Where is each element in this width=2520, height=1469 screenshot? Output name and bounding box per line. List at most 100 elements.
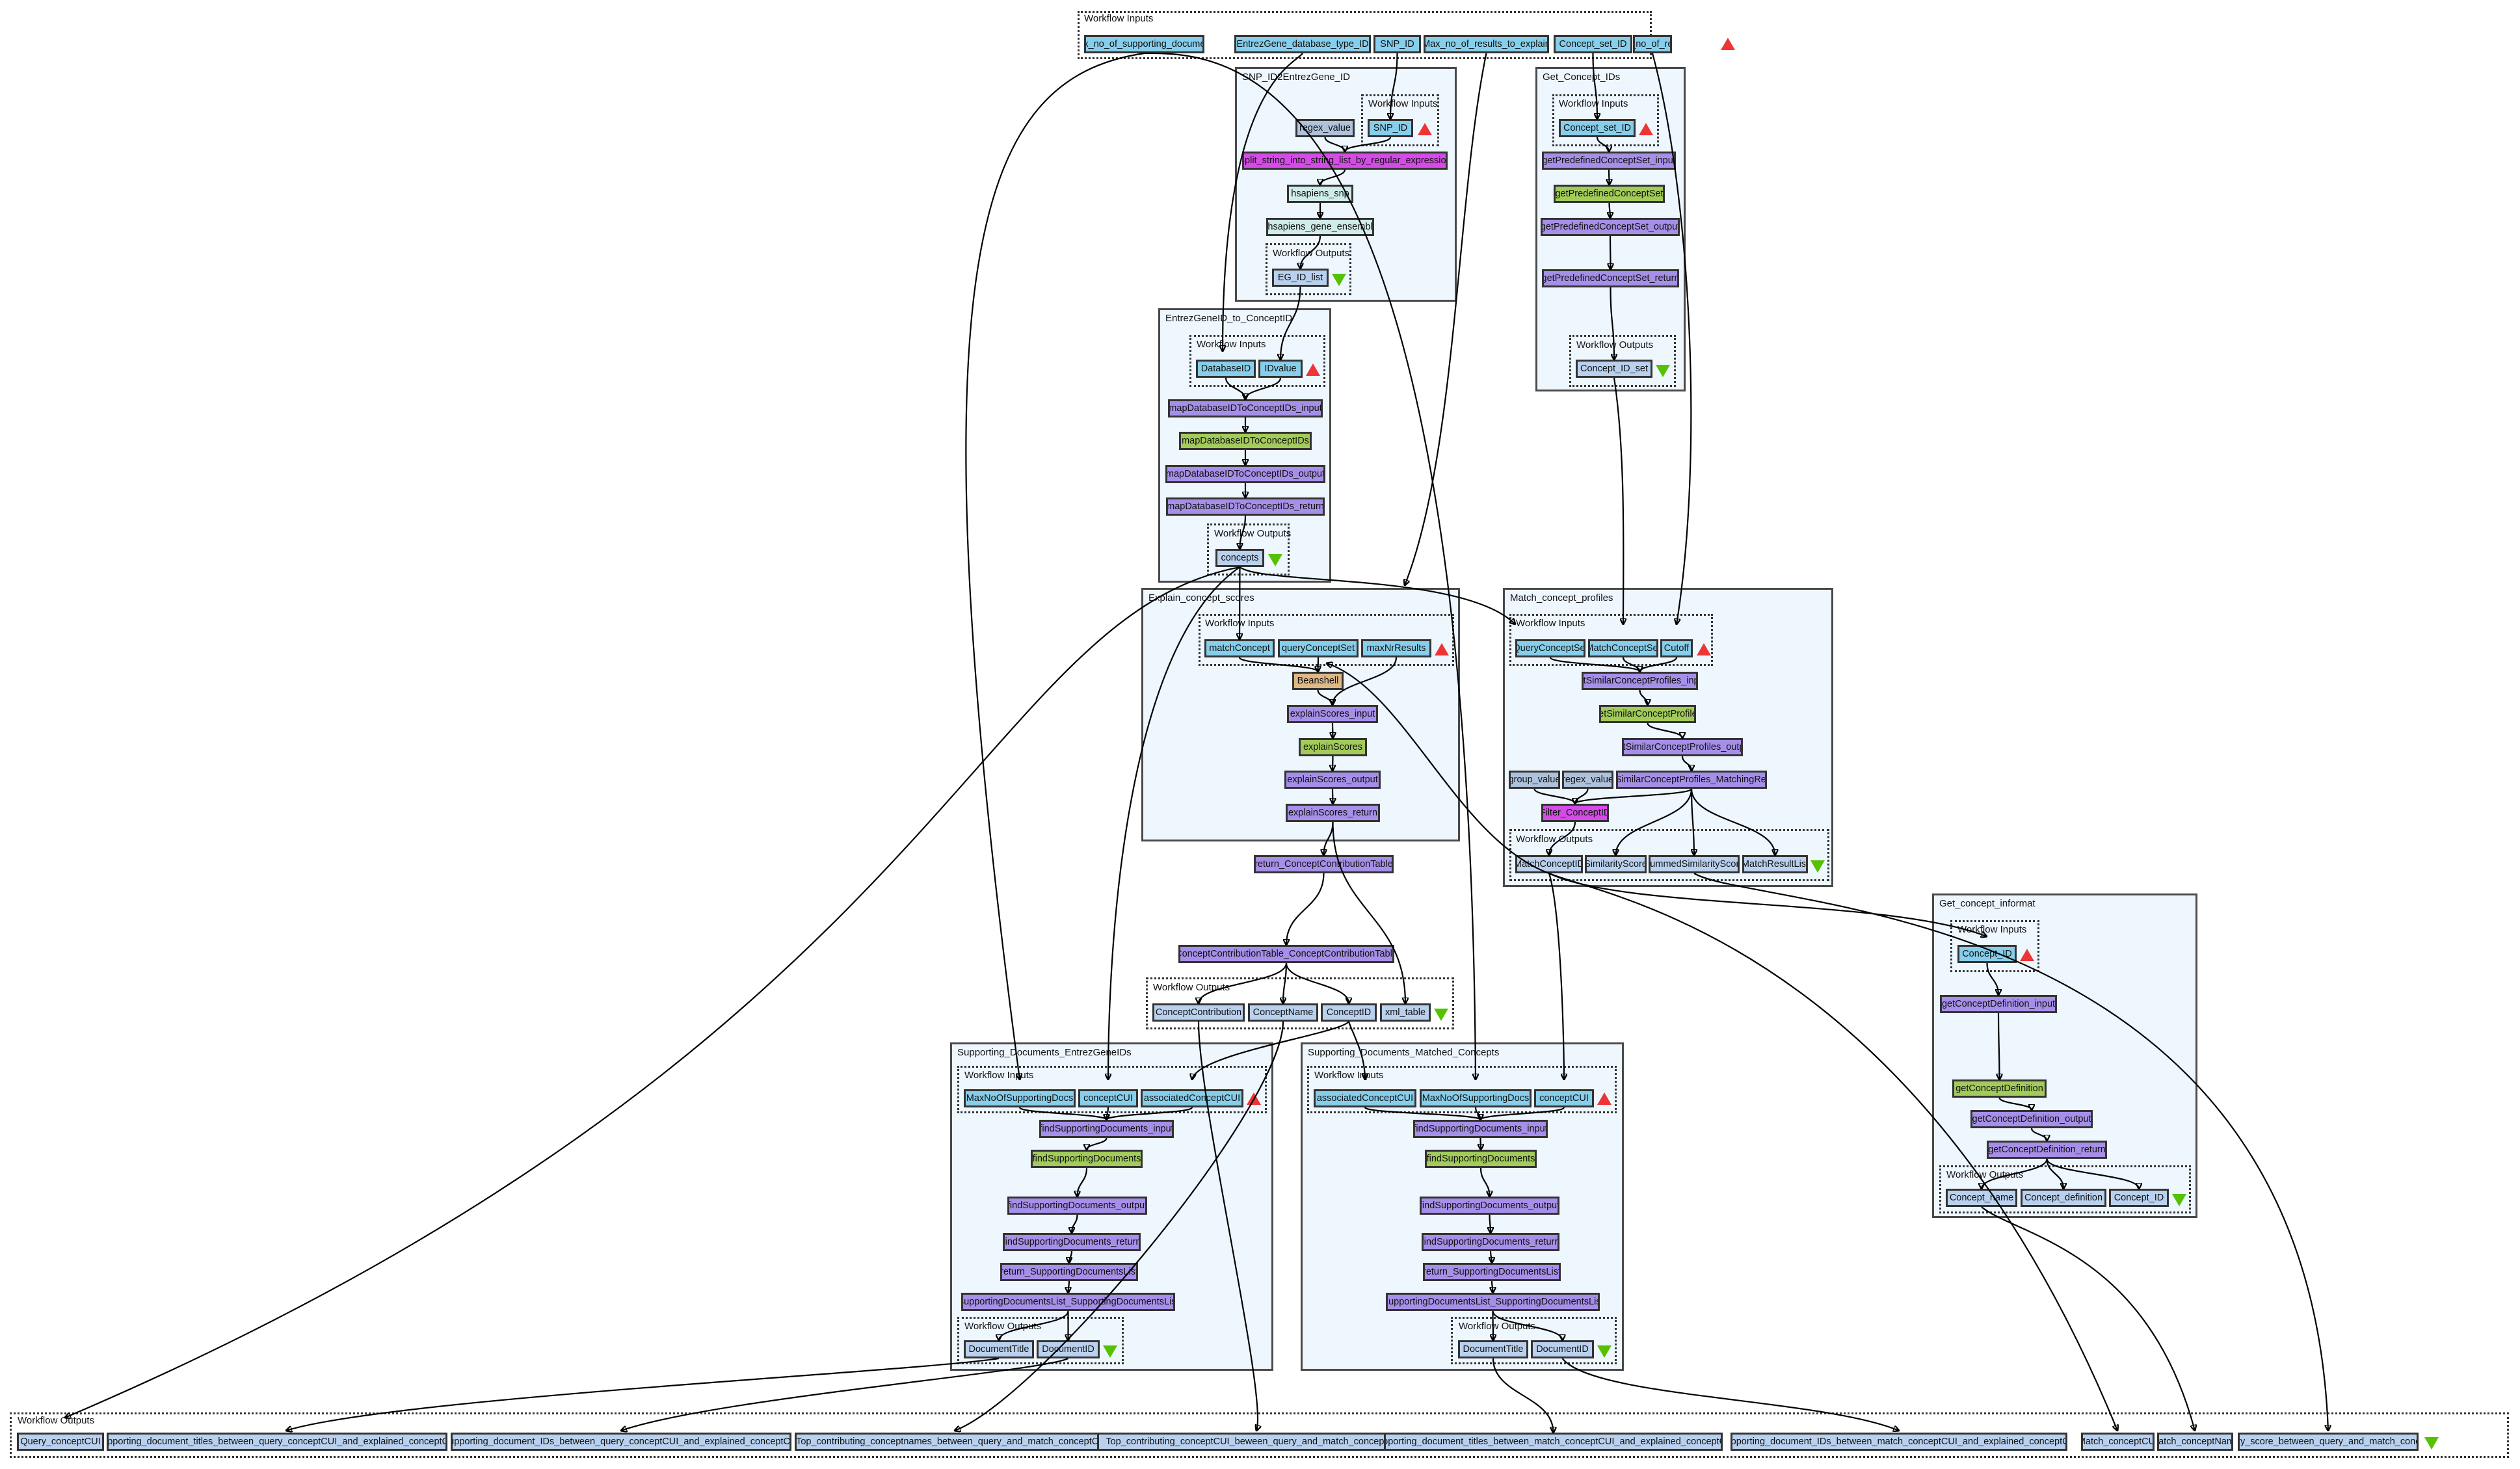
processor-explainscores[interactable]: explainScores xyxy=(1299,738,1367,756)
processor-getpredefinedconceptset-return[interactable]: getPredefinedConceptSet_return xyxy=(1542,269,1679,287)
processor-supportingdocumentslist-supportingdocumentslist[interactable]: SupportingDocumentsList_SupportingDocume… xyxy=(1386,1293,1600,1311)
output-port-concept-definition[interactable]: Concept_definition xyxy=(2021,1189,2106,1207)
output-port-conceptid[interactable]: ConceptID xyxy=(1321,1003,1377,1022)
processor-findsupportingdocuments-output[interactable]: findSupportingDocuments_output xyxy=(1420,1197,1559,1215)
output-port-xml-table[interactable]: xml_table xyxy=(1380,1003,1431,1022)
output-port-top-contributing-conceptcui-beween-query-and-match-conceptcuis[interactable]: Top_contributing_conceptCUI_beween_query… xyxy=(1097,1433,1416,1451)
output-marker-icon xyxy=(2172,1194,2186,1206)
processor-getconceptdefinition-input[interactable]: getConceptDefinition_input xyxy=(1940,995,2057,1013)
processor-return-conceptcontributiontable[interactable]: return_ConceptContributionTable xyxy=(1254,855,1394,873)
output-port-concept-id-set[interactable]: Concept_ID_set xyxy=(1576,360,1652,378)
processor-regex-value[interactable]: regex_value xyxy=(1295,119,1355,137)
processor-getconceptdefinition-return[interactable]: getConceptDefinition_return xyxy=(1987,1141,2107,1159)
input-port-associatedconceptcui[interactable]: associatedConceptCUI xyxy=(1314,1089,1416,1107)
input-port-queryconceptset[interactable]: queryConceptSet xyxy=(1278,639,1359,657)
input-port-cutoff[interactable]: Cutoff xyxy=(1660,639,1693,657)
processor-getpredefinedconceptset-input[interactable]: getPredefinedConceptSet_input xyxy=(1542,152,1676,170)
input-port-entrezgene-database-type-id[interactable]: EntrezGene_database_type_ID xyxy=(1234,35,1371,53)
processor-explainscores-return[interactable]: explainScores_return xyxy=(1286,804,1380,822)
output-port-match-conceptcui[interactable]: Match_conceptCUI xyxy=(2081,1433,2155,1451)
output-port-documenttitle[interactable]: DocumentTitle xyxy=(964,1340,1034,1358)
processor-findsupportingdocuments-output[interactable]: findSupportingDocuments_output xyxy=(1007,1197,1147,1215)
output-port-matchresultlist[interactable]: MatchResultList xyxy=(1742,855,1808,873)
input-marker-icon xyxy=(1721,38,1735,50)
output-port-match-conceptname[interactable]: Match_conceptName xyxy=(2157,1433,2233,1451)
output-port-concepts[interactable]: concepts xyxy=(1215,549,1264,567)
output-port-concept-name[interactable]: Concept_name xyxy=(1946,1189,2017,1207)
output-port-summedsimilarityscore[interactable]: SummedSimilarityScore xyxy=(1649,855,1740,873)
processor-getsimilarconceptprofiles-matchingresult[interactable]: getSimilarConceptProfiles_MatchingResult xyxy=(1616,771,1767,789)
input-port-max-no-of-supporting-documents[interactable]: Max_no_of_supporting_documents xyxy=(1084,35,1204,53)
processor-getconceptdefinition-output[interactable]: getConceptDefinition_output xyxy=(1970,1110,2093,1128)
output-port-concept-id[interactable]: Concept_ID xyxy=(2109,1189,2169,1207)
output-port-similarity-score-between-query-and-match-conceptcui[interactable]: Similarity_score_between_query_and_match… xyxy=(2238,1433,2419,1451)
output-port-matchconceptid[interactable]: MatchConceptID xyxy=(1515,855,1583,873)
processor-getsimilarconceptprofiles-input[interactable]: getSimilarConceptProfiles_input xyxy=(1582,672,1698,690)
input-port-databaseid[interactable]: DatabaseID xyxy=(1196,360,1256,378)
subworkflow-title: SNP_ID2EntrezGene_ID xyxy=(1242,72,1350,83)
output-marker-icon xyxy=(1656,365,1670,377)
output-port-documentid[interactable]: DocumentID xyxy=(1037,1340,1100,1358)
output-port-top-contributing-conceptnames-between-query-and-match-conceptcuis[interactable]: Top_contributing_conceptnames_between_qu… xyxy=(795,1433,1114,1451)
processor-getpredefinedconceptset[interactable]: getPredefinedConceptSet xyxy=(1554,185,1665,203)
processor-hsapiens-gene-ensembl[interactable]: hsapiens_gene_ensembl xyxy=(1266,218,1374,236)
processor-findsupportingdocuments-return[interactable]: findSupportingDocuments_return xyxy=(1003,1233,1141,1251)
input-port-queryconceptset[interactable]: QueryConceptSet xyxy=(1515,639,1585,657)
processor-getsimilarconceptprofiles[interactable]: getSimilarConceptProfiles xyxy=(1599,705,1696,723)
processor-findsupportingdocuments-input[interactable]: findSupportingDocuments_input xyxy=(1039,1120,1174,1138)
input-port-conceptcui[interactable]: conceptCUI xyxy=(1078,1089,1138,1107)
input-port-maxnoofsupportingdocs[interactable]: MaxNoOfSupportingDocs xyxy=(1420,1089,1532,1107)
processor-findsupportingdocuments-input[interactable]: findSupportingDocuments_input xyxy=(1413,1120,1548,1138)
output-port-documentid[interactable]: DocumentID xyxy=(1531,1340,1594,1358)
input-port-concept-set-id[interactable]: Concept_set_ID xyxy=(1554,35,1632,53)
output-port-similarityscore[interactable]: SimilarityScore xyxy=(1585,855,1647,873)
input-port-concept-id[interactable]: Concept_ID xyxy=(1957,945,2017,963)
processor-beanshell[interactable]: Beanshell xyxy=(1292,672,1344,690)
processor-supportingdocumentslist-supportingdocumentslist[interactable]: SupportingDocumentsList_SupportingDocume… xyxy=(961,1293,1175,1311)
input-port-max-no-of-results[interactable]: Max_no_of_results xyxy=(1633,35,1672,53)
input-port-max-no-of-results-to-explain[interactable]: Max_no_of_results_to_explain xyxy=(1424,35,1549,53)
input-port-idvalue[interactable]: IDvalue xyxy=(1258,360,1303,378)
output-port-supporting-document-ids-between-match-conceptcui-and-explained-conceptcui[interactable]: Supporting_document_IDs_between_match_co… xyxy=(1731,1433,2067,1451)
processor-mapdatabaseidtoconceptids-input[interactable]: mapDatabaseIDToConceptIDs_input xyxy=(1168,399,1323,417)
output-port-supporting-document-titles-between-match-conceptcui-and-explained-conceptcui[interactable]: Supporting_document_titles_between_match… xyxy=(1384,1433,1723,1451)
output-port-eg-id-list[interactable]: EG_ID_list xyxy=(1272,269,1329,287)
input-port-concept-set-id[interactable]: Concept_set_ID xyxy=(1559,119,1636,137)
processor-findsupportingdocuments[interactable]: findSupportingDocuments xyxy=(1031,1150,1143,1168)
subworkflow-inputs-title: Workflow Inputs xyxy=(1314,1070,1384,1081)
processor-regex-value[interactable]: regex_value xyxy=(1562,771,1613,789)
processor-group-value[interactable]: group_value xyxy=(1509,771,1560,789)
output-port-query-conceptcui[interactable]: Query_conceptCUI xyxy=(17,1433,104,1451)
subworkflow-outputs-title: Workflow Outputs xyxy=(1946,1169,2024,1180)
input-port-matchconceptset[interactable]: MatchConceptSet xyxy=(1588,639,1658,657)
processor-getsimilarconceptprofiles-output[interactable]: getSimilarConceptProfiles_output xyxy=(1622,738,1743,756)
input-port-snp-id[interactable]: SNP_ID xyxy=(1373,35,1421,53)
input-port-snp-id[interactable]: SNP_ID xyxy=(1368,119,1413,137)
processor-split-string-into-string-list-by-regular-expression[interactable]: Split_string_into_string_list_by_regular… xyxy=(1242,152,1448,170)
processor-findsupportingdocuments[interactable]: findSupportingDocuments xyxy=(1425,1150,1537,1168)
processor-explainscores-output[interactable]: explainScores_output xyxy=(1284,771,1381,789)
subworkflow-inputs-title: Workflow Inputs xyxy=(1197,339,1266,350)
processor-explainscores-input[interactable]: explainScores_input xyxy=(1287,705,1378,723)
processor-return-supportingdocumentslist[interactable]: return_SupportingDocumentsList xyxy=(1000,1263,1138,1281)
input-port-maxnoofsupportingdocs[interactable]: MaxNoOfSupportingDocs xyxy=(964,1089,1076,1107)
output-port-documenttitle[interactable]: DocumentTitle xyxy=(1458,1340,1528,1358)
processor-mapdatabaseidtoconceptids-return[interactable]: mapDatabaseIDToConceptIDs_return xyxy=(1166,497,1325,516)
input-port-maxnrresults[interactable]: maxNrResults xyxy=(1361,639,1431,657)
output-port-supporting-document-titles-between-query-conceptcui-and-explained-conceptcui[interactable]: Supporting_document_titles_between_query… xyxy=(107,1433,447,1451)
processor-mapdatabaseidtoconceptids-output[interactable]: mapDatabaseIDToConceptIDs_output xyxy=(1165,465,1325,483)
input-port-associatedconceptcui[interactable]: associatedConceptCUI xyxy=(1141,1089,1243,1107)
processor-filter-conceptid[interactable]: Filter_ConceptID xyxy=(1541,804,1609,822)
processor-getconceptdefinition[interactable]: getConceptDefinition xyxy=(1952,1079,2047,1098)
output-port-conceptname[interactable]: ConceptName xyxy=(1248,1003,1318,1022)
output-port-conceptcontribution[interactable]: ConceptContribution xyxy=(1152,1003,1245,1022)
input-port-matchconcept[interactable]: matchConcept xyxy=(1204,639,1275,657)
input-port-conceptcui[interactable]: conceptCUI xyxy=(1534,1089,1594,1107)
processor-return-supportingdocumentslist[interactable]: return_SupportingDocumentsList xyxy=(1423,1263,1561,1281)
processor-conceptcontributiontable-conceptcontributiontable[interactable]: ConceptContributionTable_ConceptContribu… xyxy=(1178,945,1394,963)
processor-getpredefinedconceptset-output[interactable]: getPredefinedConceptSet_output xyxy=(1541,218,1680,236)
processor-findsupportingdocuments-return[interactable]: findSupportingDocuments_return xyxy=(1422,1233,1559,1251)
processor-mapdatabaseidtoconceptids[interactable]: mapDatabaseIDToConceptIDs xyxy=(1179,432,1312,450)
processor-hsapiens-snp[interactable]: hsapiens_snp xyxy=(1287,185,1353,203)
output-port-supporting-document-ids-between-query-conceptcui-and-explained-conceptcui[interactable]: Supporting_document_IDs_between_query_co… xyxy=(451,1433,791,1451)
